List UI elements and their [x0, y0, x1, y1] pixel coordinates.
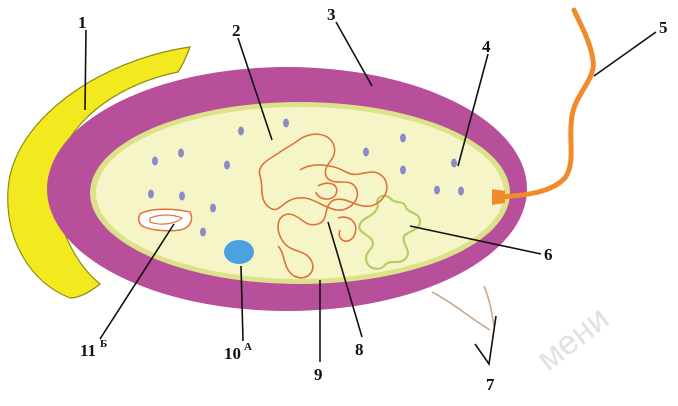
label-3: 3: [327, 5, 336, 24]
label-10-superscript: А: [244, 341, 252, 353]
label-8: 8: [355, 340, 364, 359]
label-4: 4: [482, 37, 491, 56]
flagellum-basal-body: [492, 189, 505, 205]
inclusion-b: [139, 209, 192, 231]
inclusion-a: [224, 240, 254, 264]
label-1: 1: [78, 13, 87, 32]
label-5: 5: [659, 18, 668, 37]
watermark-text: мени: [530, 299, 616, 378]
label-6: 6: [544, 245, 553, 264]
label-9: 9: [314, 365, 323, 384]
label-2: 2: [232, 21, 241, 40]
cytoplasm: [96, 107, 504, 279]
label-11: 11: [80, 341, 96, 360]
label-10: 10: [224, 344, 241, 363]
pili: [432, 286, 494, 330]
label-7: 7: [486, 375, 495, 394]
label-11-superscript: Б: [100, 338, 107, 350]
